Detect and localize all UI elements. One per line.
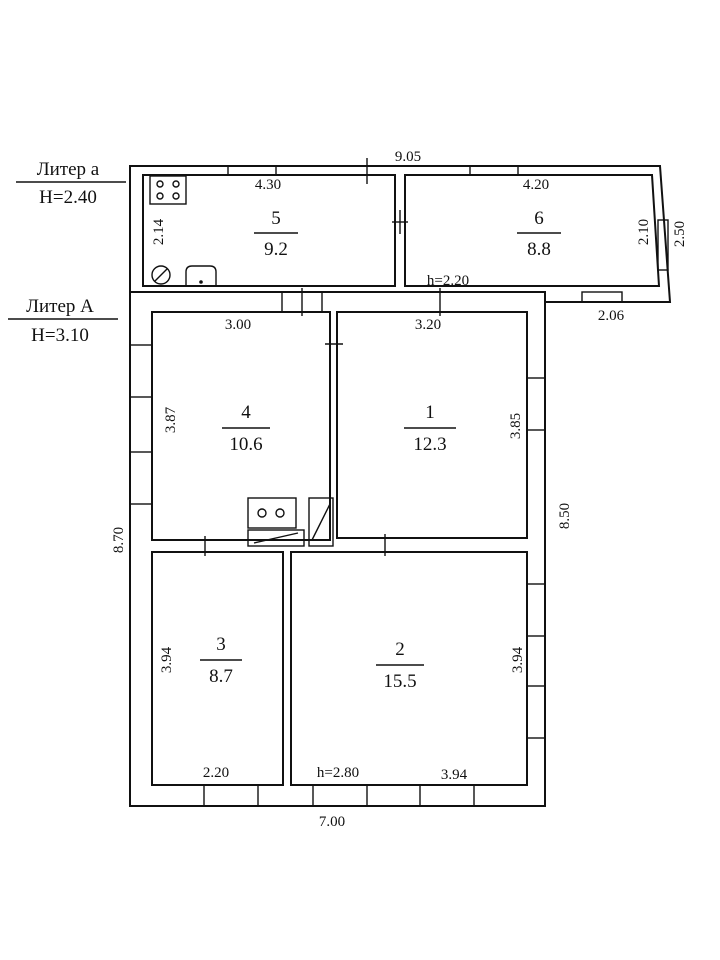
- dimension-labels: 9.05 4.30 4.20 2.14 2.10 2.50 h=2.20 2.0…: [111, 149, 688, 830]
- window-room1-right: [526, 377, 546, 431]
- liter-a-big-label: Литер А H=3.10: [8, 296, 118, 346]
- room-4-number: 4: [241, 402, 251, 423]
- annex-walls: [129, 158, 672, 303]
- dim-room5-width: 4.30: [255, 177, 281, 193]
- room-3-wall: [151, 551, 284, 786]
- stove-icon: [149, 175, 187, 205]
- dim-main-ceiling: h=2.80: [317, 765, 359, 781]
- liter-a-small-label: Литер а H=2.40: [16, 159, 126, 208]
- oven-burner-icon: [257, 508, 267, 518]
- boiler-icon: [154, 268, 168, 282]
- room-3-area: 8.7: [209, 666, 233, 687]
- dim-room1-depth: 3.85: [508, 413, 524, 439]
- dim-room1-width: 3.20: [415, 317, 441, 333]
- room-4-area: 10.6: [229, 434, 262, 455]
- window-room2-bottom-b: [419, 784, 475, 807]
- dim-annex-ceiling: h=2.20: [427, 273, 469, 289]
- room-5-number: 5: [271, 208, 281, 229]
- main-walls: [129, 288, 623, 807]
- liter-a-small-name: Литер а: [37, 159, 100, 180]
- liter-a-small-height: H=2.40: [39, 187, 97, 208]
- dim-room4-depth: 3.87: [163, 406, 179, 433]
- dim-room3-width: 2.20: [203, 765, 229, 781]
- room-2-label: 2 15.5: [376, 639, 424, 692]
- stove-burner-icon: [172, 192, 180, 200]
- dim-room6-depth: 2.10: [636, 219, 652, 245]
- oven-icon: [247, 497, 297, 529]
- room-6-inner-wall: [404, 174, 661, 287]
- oven-base-icon: [253, 532, 299, 544]
- dim-left-total: 8.70: [111, 527, 127, 553]
- stove-burner-icon: [172, 180, 180, 188]
- dim-room6-width: 4.20: [523, 177, 549, 193]
- liter-a-big-name: Литер А: [26, 296, 94, 317]
- window-room3-bottom: [203, 784, 259, 807]
- dim-room3-depth: 3.94: [159, 646, 175, 673]
- window-room6-top: [469, 165, 519, 176]
- dim-top-total: 9.05: [395, 149, 421, 165]
- dim-right-total: 8.50: [557, 503, 573, 529]
- dim-room5-depth: 2.14: [151, 218, 167, 245]
- dim-room2-depth: 3.94: [510, 646, 526, 673]
- window-room4-left-b: [129, 451, 153, 505]
- dim-room2-width: 3.94: [441, 767, 468, 783]
- dim-annex-step: 2.06: [598, 308, 625, 324]
- boiler-icon: [151, 265, 171, 285]
- main-outer-wall: [129, 291, 546, 807]
- sink-icon: [185, 265, 217, 286]
- window-room6-right: [657, 219, 669, 271]
- window-room4-left-a: [129, 344, 153, 398]
- oven-base-icon: [247, 529, 305, 547]
- dim-bottom-total: 7.00: [319, 814, 345, 830]
- room-2-area: 15.5: [383, 671, 416, 692]
- room-1-label: 1 12.3: [404, 402, 456, 455]
- window-room2-right-b: [526, 685, 546, 739]
- window-room2-bottom-a: [312, 784, 368, 807]
- room-2-wall: [290, 551, 528, 786]
- room-5-area: 9.2: [264, 239, 288, 260]
- dim-room4-width: 3.00: [225, 317, 251, 333]
- chimney-icon: [311, 503, 331, 541]
- room-3-label: 3 8.7: [200, 634, 242, 687]
- room-1-wall: [336, 311, 528, 539]
- room-6-label: 6 8.8: [517, 208, 561, 260]
- stove-burner-icon: [156, 180, 164, 188]
- window-annex-step: [581, 291, 623, 303]
- room-1-number: 1: [425, 402, 435, 423]
- window-room2-right-a: [526, 583, 546, 637]
- sink-drain-icon: [199, 280, 203, 284]
- chimney-icon: [308, 497, 334, 547]
- room-4-label: 4 10.6: [222, 402, 270, 455]
- stove-burner-icon: [156, 192, 164, 200]
- room-5-inner-wall: [142, 174, 396, 287]
- oven-burner-icon: [275, 508, 285, 518]
- room-6-area: 8.8: [527, 239, 551, 260]
- room-5-label: 5 9.2: [254, 208, 298, 260]
- room-3-number: 3: [216, 634, 226, 655]
- liter-a-big-height: H=3.10: [31, 325, 89, 346]
- window-room5-top: [227, 165, 277, 176]
- room-2-number: 2: [395, 639, 405, 660]
- room-6-number: 6: [534, 208, 544, 229]
- room-1-area: 12.3: [413, 434, 446, 455]
- dim-annex-right: 2.50: [672, 221, 688, 247]
